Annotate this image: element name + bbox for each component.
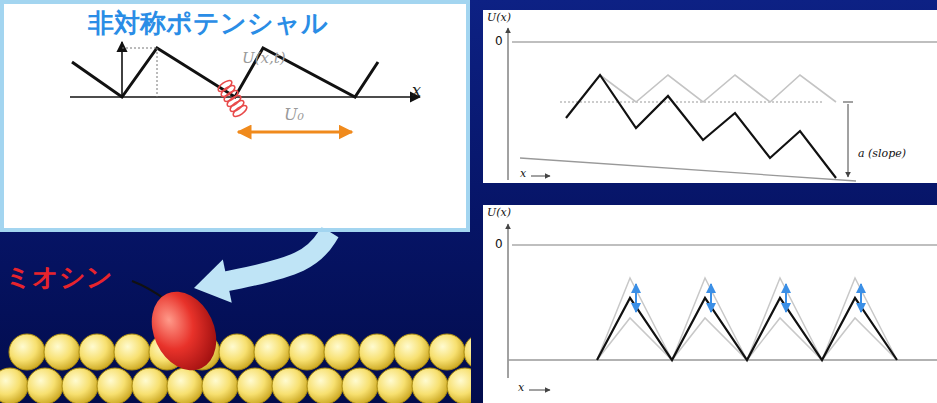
actin-sphere [132,368,168,403]
axis-label: x [518,382,524,394]
spring-particle [216,79,248,119]
y-axis [121,42,123,97]
guide-line [122,48,157,49]
actin-sphere [167,368,203,403]
zero-label: 0 [495,238,503,251]
axis-label: U(x) [487,207,511,219]
actin-sphere [79,334,115,370]
tilted-sawtooth [566,75,836,178]
slope-label: a (slope) [858,148,906,160]
zero-line [512,244,937,246]
flashing-arrows [636,284,861,312]
axis-label: x [520,168,526,180]
actin-sphere [44,334,80,370]
actin-sphere [307,368,343,403]
untilted-sawtooth [600,75,836,102]
actin-sphere [447,368,471,403]
actin-sphere [254,334,290,370]
actin-sphere [97,368,133,403]
actin-sphere [27,368,63,403]
actin-sphere [237,368,273,403]
actin-filament [0,334,471,403]
y-axis [508,28,509,180]
actin-sphere [0,368,28,403]
panel-ground [483,205,937,403]
panel-title: 非対称ポテンシャル [88,6,328,41]
y-axis [508,224,509,378]
slope-arrow [848,104,849,177]
actin-sphere [219,334,255,370]
actin-sphere [114,334,150,370]
panel-ground [2,2,468,230]
panel-ground [483,10,937,183]
x-arrow [529,390,550,391]
zero-label: 0 [495,35,503,48]
actin-sphere [464,334,471,370]
actin-sphere [272,368,308,403]
actin-sphere [429,334,465,370]
actin-sphere [289,334,325,370]
actin-sphere [9,334,45,370]
actin-sphere [62,368,98,403]
potential-label: U(x,t) [242,50,286,67]
actin-sphere [202,368,238,403]
lowered-sawtooth [597,318,897,360]
myosin-ellipse [148,286,220,376]
potential-plot [70,42,420,132]
base-line [508,359,937,361]
slope-line [520,158,856,181]
actin-sphere [359,334,395,370]
guide-line [560,102,822,103]
flashing-potential-plot [508,224,937,390]
actin-sphere [394,334,430,370]
myosin-head: ミオシン [148,286,220,376]
actin-sphere [324,334,360,370]
period-arrow [238,131,352,134]
actin-sphere [342,368,378,403]
axis-label: U(x) [487,12,511,24]
myosin-label: ミオシン [5,260,113,295]
slope-tick [843,102,853,103]
potential-panel: 非対称ポテンシャル [0,0,470,232]
arrow-shaft [225,232,330,282]
sawtooth-potential [597,298,897,360]
tilted-potential-plot [508,28,937,181]
zero-line [512,41,937,43]
guide-line [157,48,158,97]
actin-sphere [377,368,413,403]
myosin-tail [132,281,166,300]
arrow-head [194,260,232,303]
amplitude-label: U₀ [284,106,304,124]
flow-arrow [194,232,330,303]
axis-label: x [412,82,421,100]
x-arrow [531,176,550,177]
myosin-shape [148,286,220,376]
raised-sawtooth [597,278,897,360]
actin-sphere [412,368,448,403]
